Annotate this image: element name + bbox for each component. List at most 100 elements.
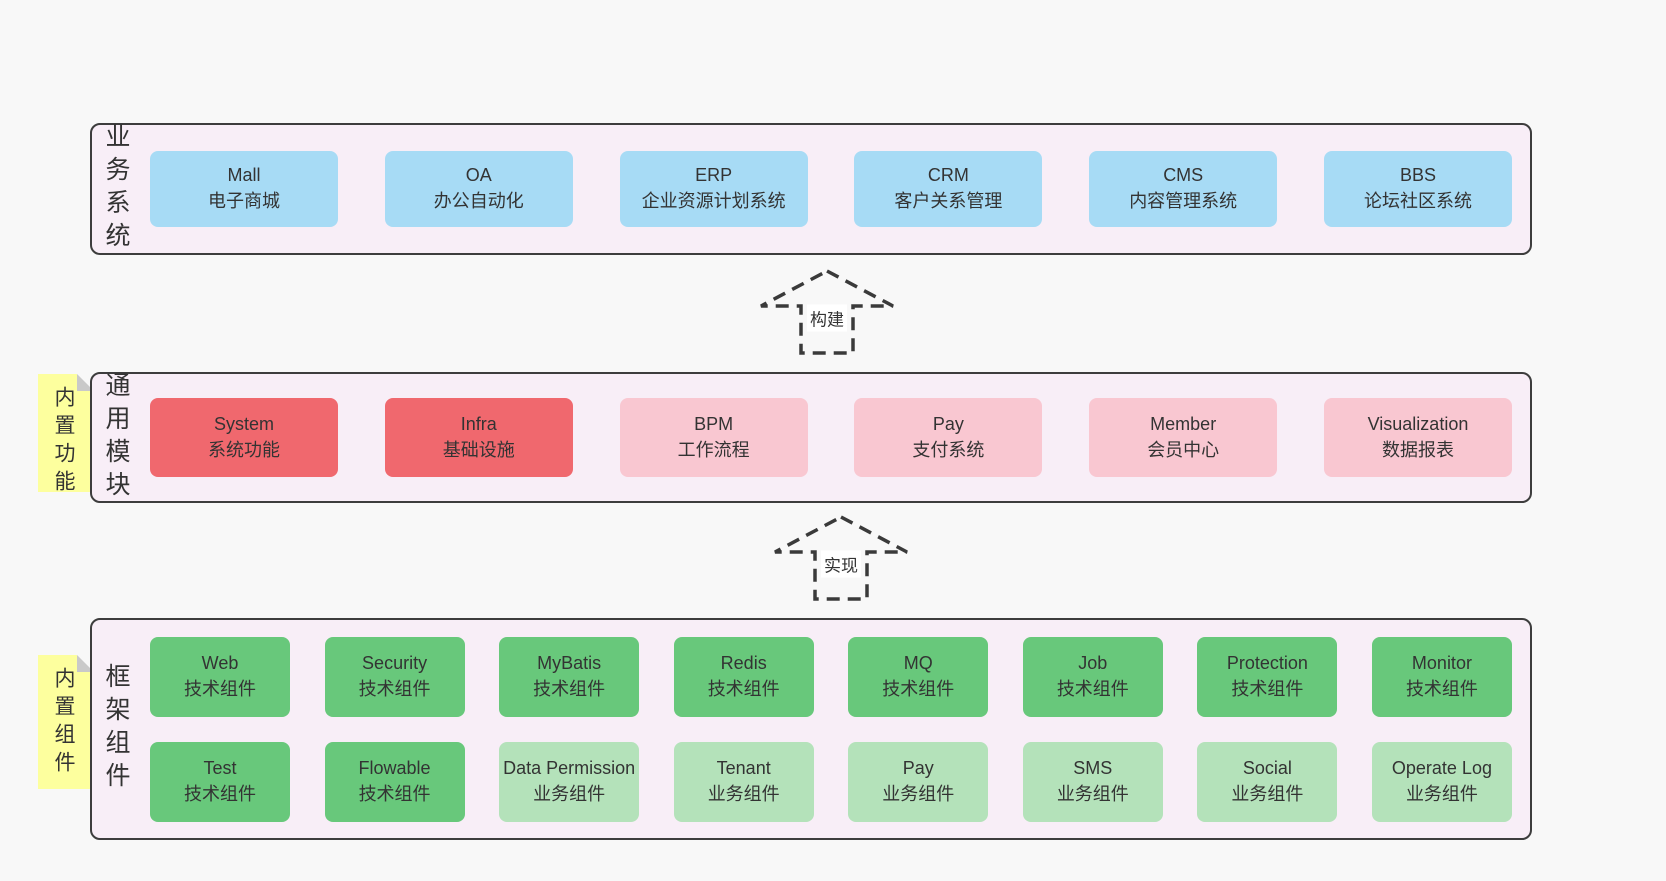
box-desc: 企业资源计划系统 [641,191,786,211]
box-desc: 电子商城 [208,191,280,211]
box-desc: 支付系统 [912,439,985,460]
box-crm: CRM 客户关系管理 [854,151,1043,227]
box-mq: MQ 技术组件 [848,636,989,717]
box-name: Social [1242,757,1292,778]
box-name: Job [1078,652,1108,673]
box-data-permission: Data Permission 业务组件 [499,741,640,822]
folded-corner-icon [77,655,94,672]
box-pay: Pay 支付系统 [854,398,1043,477]
box-tenant: Tenant 业务组件 [673,741,814,822]
box-name: OA [465,165,492,186]
business-systems-boxes: Mall 电子商城 OA 办公自动化 ERP 企业资源计划系统 CRM 客户关系… [134,125,1530,253]
band-common-modules: 通用模块 System 系统功能 Infra 基础设施 BPM 工作流程 Pay… [90,371,1532,504]
box-cms: CMS 内容管理系统 [1089,151,1278,227]
folded-corner-icon [77,374,94,391]
box-desc: 系统功能 [208,439,280,460]
box-name: Test [203,757,237,778]
box-name: MQ [903,652,933,673]
framework-row-1: Web 技术组件 Security 技术组件 MyBatis 技术组件 Redi… [150,636,1512,717]
box-name: SMS [1073,757,1113,778]
box-flowable: Flowable 技术组件 [324,741,465,822]
box-name: Visualization [1367,413,1469,434]
box-oa: OA 办公自动化 [384,151,573,227]
arrow-build-label: 构建 [807,304,847,332]
box-name: Flowable [358,757,431,778]
band-title-framework-components: 框架组件 [102,663,130,795]
box-security: Security 技术组件 [324,636,465,717]
box-mybatis: MyBatis 技术组件 [499,636,640,717]
box-desc: 技术组件 [358,678,431,699]
arrow-implement: 实现 [771,514,911,602]
box-operate-log: Operate Log 业务组件 [1371,741,1512,822]
box-name: System [213,413,274,434]
box-desc: 技术组件 [1405,678,1478,699]
box-name: BPM [694,413,734,434]
box-name: Operate Log [1391,757,1492,778]
box-name: Redis [720,652,767,673]
box-desc: 技术组件 [184,678,256,699]
box-bbs: BBS 论坛社区系统 [1323,151,1512,227]
box-desc: 业务组件 [1405,783,1478,804]
box-erp: ERP 企业资源计划系统 [619,151,808,227]
sticky-builtin-components-label: 内置组件 [52,667,75,779]
box-sms: SMS 业务组件 [1022,741,1163,822]
box-name: Infra [460,413,497,434]
box-social: Social 业务组件 [1197,741,1338,822]
box-desc: 工作流程 [677,439,750,460]
box-desc: 数据报表 [1381,439,1454,460]
box-name: CRM [927,165,969,186]
box-monitor: Monitor 技术组件 [1371,636,1512,717]
box-infra: Infra 基础设施 [384,398,573,477]
box-desc: 业务组件 [1231,783,1304,804]
box-name: BBS [1399,165,1436,186]
box-name: Protection [1226,652,1308,673]
box-desc: 业务组件 [1056,783,1129,804]
arrow-implement-label: 实现 [821,550,861,578]
dashed-up-arrow-icon [760,269,894,355]
box-name: Data Permission [503,757,636,778]
box-desc: 技术组件 [358,783,431,804]
box-name: Web [201,652,239,673]
arrow-build: 构建 [757,268,897,356]
common-modules-boxes: System 系统功能 Infra 基础设施 BPM 工作流程 Pay 支付系统… [134,374,1530,501]
box-name: ERP [695,165,733,186]
box-name: Security [362,652,428,673]
box-desc: 技术组件 [882,678,955,699]
framework-row-2: Test 技术组件 Flowable 技术组件 Data Permission … [150,741,1512,822]
box-desc: 会员中心 [1147,439,1220,460]
box-name: Pay [902,757,934,778]
band-title-common-modules: 通用模块 [102,371,130,504]
box-desc: 业务组件 [707,783,780,804]
box-desc: 技术组件 [1056,678,1129,699]
box-visualization: Visualization 数据报表 [1323,398,1512,477]
box-member: Member 会员中心 [1089,398,1278,477]
box-name: CMS [1163,165,1204,186]
box-system: System 系统功能 [150,398,338,477]
sticky-builtin-components: 内置组件 [38,655,94,789]
band-business-systems: 业务系统 Mall 电子商城 OA 办公自动化 ERP 企业资源计划系统 CRM… [90,123,1532,255]
box-desc: 技术组件 [1231,678,1304,699]
box-name: MyBatis [537,652,602,673]
sticky-builtin-features-label: 内置功能 [52,386,75,498]
box-bpm: BPM 工作流程 [619,398,808,477]
box-test: Test 技术组件 [150,741,290,822]
box-name: Mall [227,165,261,186]
box-desc: 论坛社区系统 [1363,191,1472,211]
box-name: Member [1150,413,1217,434]
dashed-up-arrow-icon [774,515,908,601]
framework-components-rows: Web 技术组件 Security 技术组件 MyBatis 技术组件 Redi… [134,620,1530,838]
box-desc: 内容管理系统 [1129,191,1238,211]
box-name: Pay [932,413,964,434]
box-desc: 客户关系管理 [894,191,1003,211]
box-job: Job 技术组件 [1022,636,1163,717]
box-desc: 业务组件 [533,783,606,804]
box-pay-business: Pay 业务组件 [848,741,989,822]
box-mall: Mall 电子商城 [150,151,338,227]
sticky-builtin-features: 内置功能 [38,374,94,498]
box-desc: 技术组件 [184,783,256,804]
box-desc: 技术组件 [533,678,606,699]
box-protection: Protection 技术组件 [1197,636,1338,717]
box-redis: Redis 技术组件 [673,636,814,717]
band-framework-components: 框架组件 Web 技术组件 Security 技术组件 MyBatis 技术组件… [90,618,1532,840]
